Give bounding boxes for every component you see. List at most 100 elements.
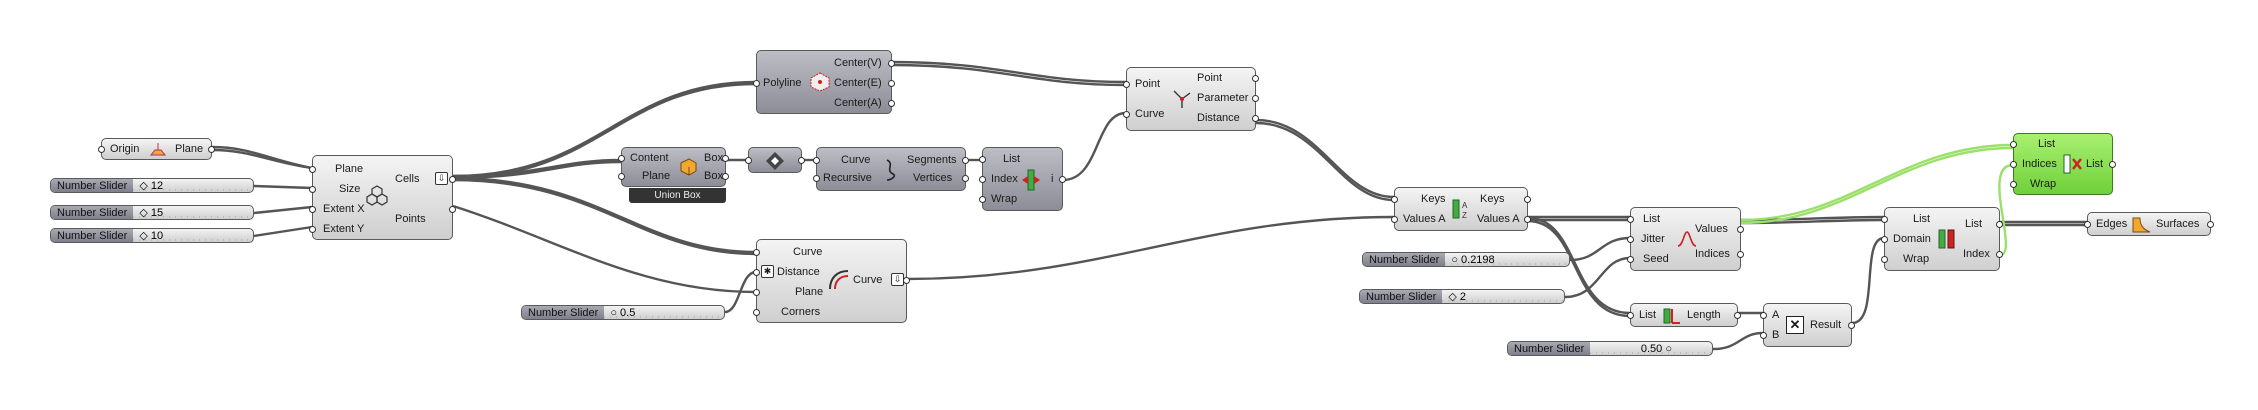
output-port[interactable] [2207,221,2214,228]
slider-grip-icon[interactable]: ◇ [139,207,151,219]
input-port[interactable] [1760,312,1767,319]
input-port[interactable] [753,289,760,296]
output-port[interactable] [1252,75,1259,82]
input-port[interactable] [309,166,316,173]
input-port[interactable] [1123,111,1130,118]
seed-slider[interactable]: Number Slider ◇ 2 [1359,289,1565,304]
slider-grip-icon[interactable]: ○ [1451,253,1462,266]
input-label: List [1003,153,1021,165]
origin-label: Origin [110,143,140,155]
input-port[interactable] [1627,256,1634,263]
input-port[interactable] [745,157,752,164]
input-port[interactable] [2010,181,2017,188]
input-port[interactable] [1627,312,1634,319]
input-port[interactable] [309,186,316,193]
input-port[interactable] [753,269,760,276]
extent-y-slider[interactable]: Number Slider ◇ 10 [50,228,254,243]
output-port[interactable] [1996,221,2003,228]
hexagonal-grid-component[interactable]: Plane Size Extent X Extent Y Cells ⇩ Poi… [309,155,456,240]
bounding-box-component[interactable]: Content Plane Box Box [618,147,729,187]
input-port[interactable] [2010,141,2017,148]
offset-distance-slider[interactable]: Number Slider ○ 0.5 [521,305,725,320]
output-port[interactable] [962,175,969,182]
output-port[interactable] [1737,251,1744,258]
output-port[interactable] [903,277,910,284]
output-port[interactable] [1524,196,1531,203]
edge-surface-component[interactable]: Edges Surfaces [2084,212,2214,236]
output-port[interactable] [722,173,729,180]
wire [1564,256,1631,299]
cull-index-component[interactable]: List Indices Wrap List [2010,133,2116,195]
output-port[interactable] [208,146,215,153]
list-item-component[interactable]: List Index Wrap i [979,147,1066,211]
input-port[interactable] [1881,236,1888,243]
output-port[interactable] [798,157,805,164]
output-port[interactable] [1996,251,2003,258]
input-port[interactable] [1627,236,1634,243]
input-port[interactable] [1123,81,1130,88]
input-port[interactable] [1391,216,1398,223]
list-length-component[interactable]: List Length [1627,303,1741,327]
input-port[interactable] [1881,216,1888,223]
slider-grip-icon[interactable]: ◇ [139,230,151,242]
input-port[interactable] [1760,332,1767,339]
expression-toggle-icon[interactable]: ✱ [761,265,774,278]
slider-grip-icon[interactable]: ◇ [139,180,151,192]
jitter-icon [1677,228,1697,250]
output-port[interactable] [449,176,456,183]
input-port[interactable] [309,226,316,233]
output-port[interactable] [962,157,969,164]
jitter-slider[interactable]: Number Slider ○ 0.2198 [1362,252,1570,267]
extent-x-slider[interactable]: Number Slider ◇ 15 [50,205,254,220]
output-port[interactable] [2109,161,2116,168]
split-list-component[interactable]: List Domain Wrap List Index [1881,207,2003,271]
output-port[interactable] [1737,226,1744,233]
input-label: List [2038,138,2056,150]
size-slider[interactable]: Number Slider ◇ 12 [50,178,254,193]
polygon-center-component[interactable]: Polyline Center(V) Center(E) Center(A) [753,50,895,114]
input-port[interactable] [1627,216,1634,223]
output-port[interactable] [1524,216,1531,223]
multiply-component[interactable]: A B ✕ Result [1760,303,1855,347]
explode-curve-icon [881,158,901,182]
input-port[interactable] [309,206,316,213]
explode-component[interactable]: Curve Recursive Segments Vertices [813,147,969,191]
flatten-toggle-icon[interactable]: ⇩ [435,172,448,185]
slider-grip-icon[interactable]: ◇ [1448,291,1460,303]
slider-grip-icon[interactable]: ○ [610,306,621,319]
output-port[interactable] [888,80,895,87]
output-port[interactable] [888,100,895,107]
origin-plane-param[interactable]: Origin Plane [98,138,215,160]
output-port[interactable] [1848,322,1855,329]
input-port[interactable] [2084,221,2091,228]
output-port[interactable] [722,155,729,162]
input-port[interactable] [979,196,986,203]
output-port[interactable] [1734,312,1741,319]
input-port[interactable] [618,173,625,180]
input-port[interactable] [1881,256,1888,263]
output-port[interactable] [1059,176,1066,183]
input-port[interactable] [1391,196,1398,203]
input-port[interactable] [813,157,820,164]
jitter-component[interactable]: List Jitter Seed Values Indices [1627,207,1744,271]
input-port[interactable] [2010,161,2017,168]
union-box-footer[interactable]: Union Box [629,188,726,203]
input-port[interactable] [753,80,760,87]
output-port[interactable] [1252,115,1259,122]
input-port[interactable] [813,175,820,182]
multiplier-slider[interactable]: Number Slider 0.50 ○ [1507,341,1713,356]
input-port[interactable] [753,309,760,316]
input-port[interactable] [979,156,986,163]
curve-closest-point-component[interactable]: Point Curve Point Parameter Distance [1123,67,1259,131]
input-port[interactable] [979,176,986,183]
output-port[interactable] [888,60,895,67]
slider-grip-icon[interactable]: ○ [1662,342,1672,355]
output-port[interactable] [1252,95,1259,102]
input-port[interactable] [98,146,105,153]
output-port[interactable] [449,206,456,213]
data-relay-component[interactable] [745,147,805,173]
offset-curve-component[interactable]: Curve ✱ Distance Plane Corners Curve ⇩ [753,239,910,323]
input-port[interactable] [753,249,760,256]
input-port[interactable] [618,155,625,162]
